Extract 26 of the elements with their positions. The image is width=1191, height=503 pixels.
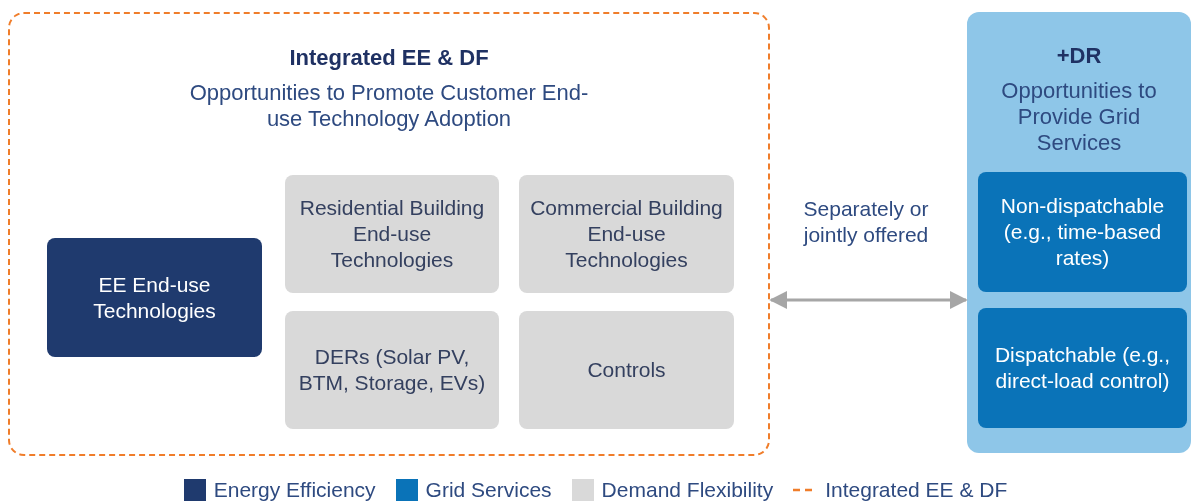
service-box [978,172,1187,292]
box-label: EE End-use Technologies [92,271,217,324]
double-arrow [769,291,968,309]
box-label: Commercial Building End-use Technologies [529,195,724,273]
box-label: Dispatchable (e.g., direct-load control) [993,342,1172,394]
edge-label: Separately or jointly offered [802,196,930,248]
group-subtitle: Opportunities to Promote Customer End-use Technology Adoption [188,79,590,132]
legend-label: Demand Flexibility [601,477,774,503]
category-box [285,311,499,429]
service-box [978,308,1187,428]
dashed-group-box [8,12,770,456]
group-panel [967,12,1191,453]
box-label: DERs (Solar PV, BTM, Storage, EVs) [297,344,487,396]
category-box [285,175,499,293]
legend-label: Grid Services [425,477,552,503]
box-label: Non-dispatchable (e.g., time-based rates) [999,193,1166,271]
legend-label: Energy Efficiency [213,477,376,503]
category-box [519,311,734,429]
box-label: Controls [587,357,666,383]
category-box [47,238,262,357]
group-title: Integrated EE & DF [289,44,489,72]
group-subtitle: Opportunities to Provide Grid Services [1000,77,1158,156]
box-label: Residential Building End-use Technologies [298,195,486,273]
category-box [519,175,734,293]
legend-label: Integrated EE & DF [825,477,1008,503]
group-title: +DR [1056,42,1102,70]
